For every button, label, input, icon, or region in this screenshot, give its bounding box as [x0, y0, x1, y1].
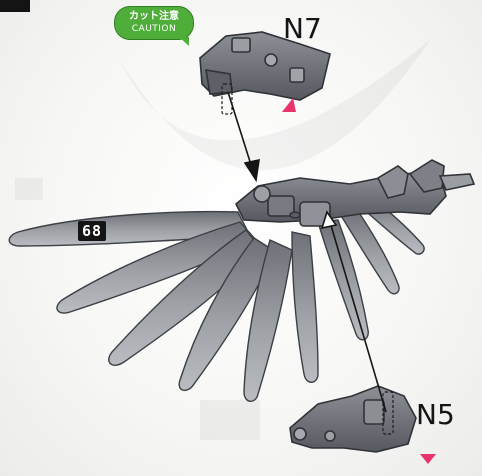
- part-label-n7: N7: [283, 12, 322, 45]
- caution-jp-text: カット注意: [115, 10, 193, 24]
- arrow-n7-head: [245, 160, 259, 180]
- cut-marker-n7: [282, 98, 296, 112]
- caution-en-text: CAUTION: [115, 24, 193, 35]
- wing-assembly: [9, 198, 424, 401]
- part-n5-illustration: [290, 386, 416, 452]
- cut-marker-n5: [420, 454, 436, 464]
- part-label-n5: N5: [416, 398, 455, 431]
- caution-tag: カット注意 CAUTION: [114, 6, 194, 40]
- feather-6: [292, 232, 318, 382]
- step-number-badge: 68: [78, 221, 106, 241]
